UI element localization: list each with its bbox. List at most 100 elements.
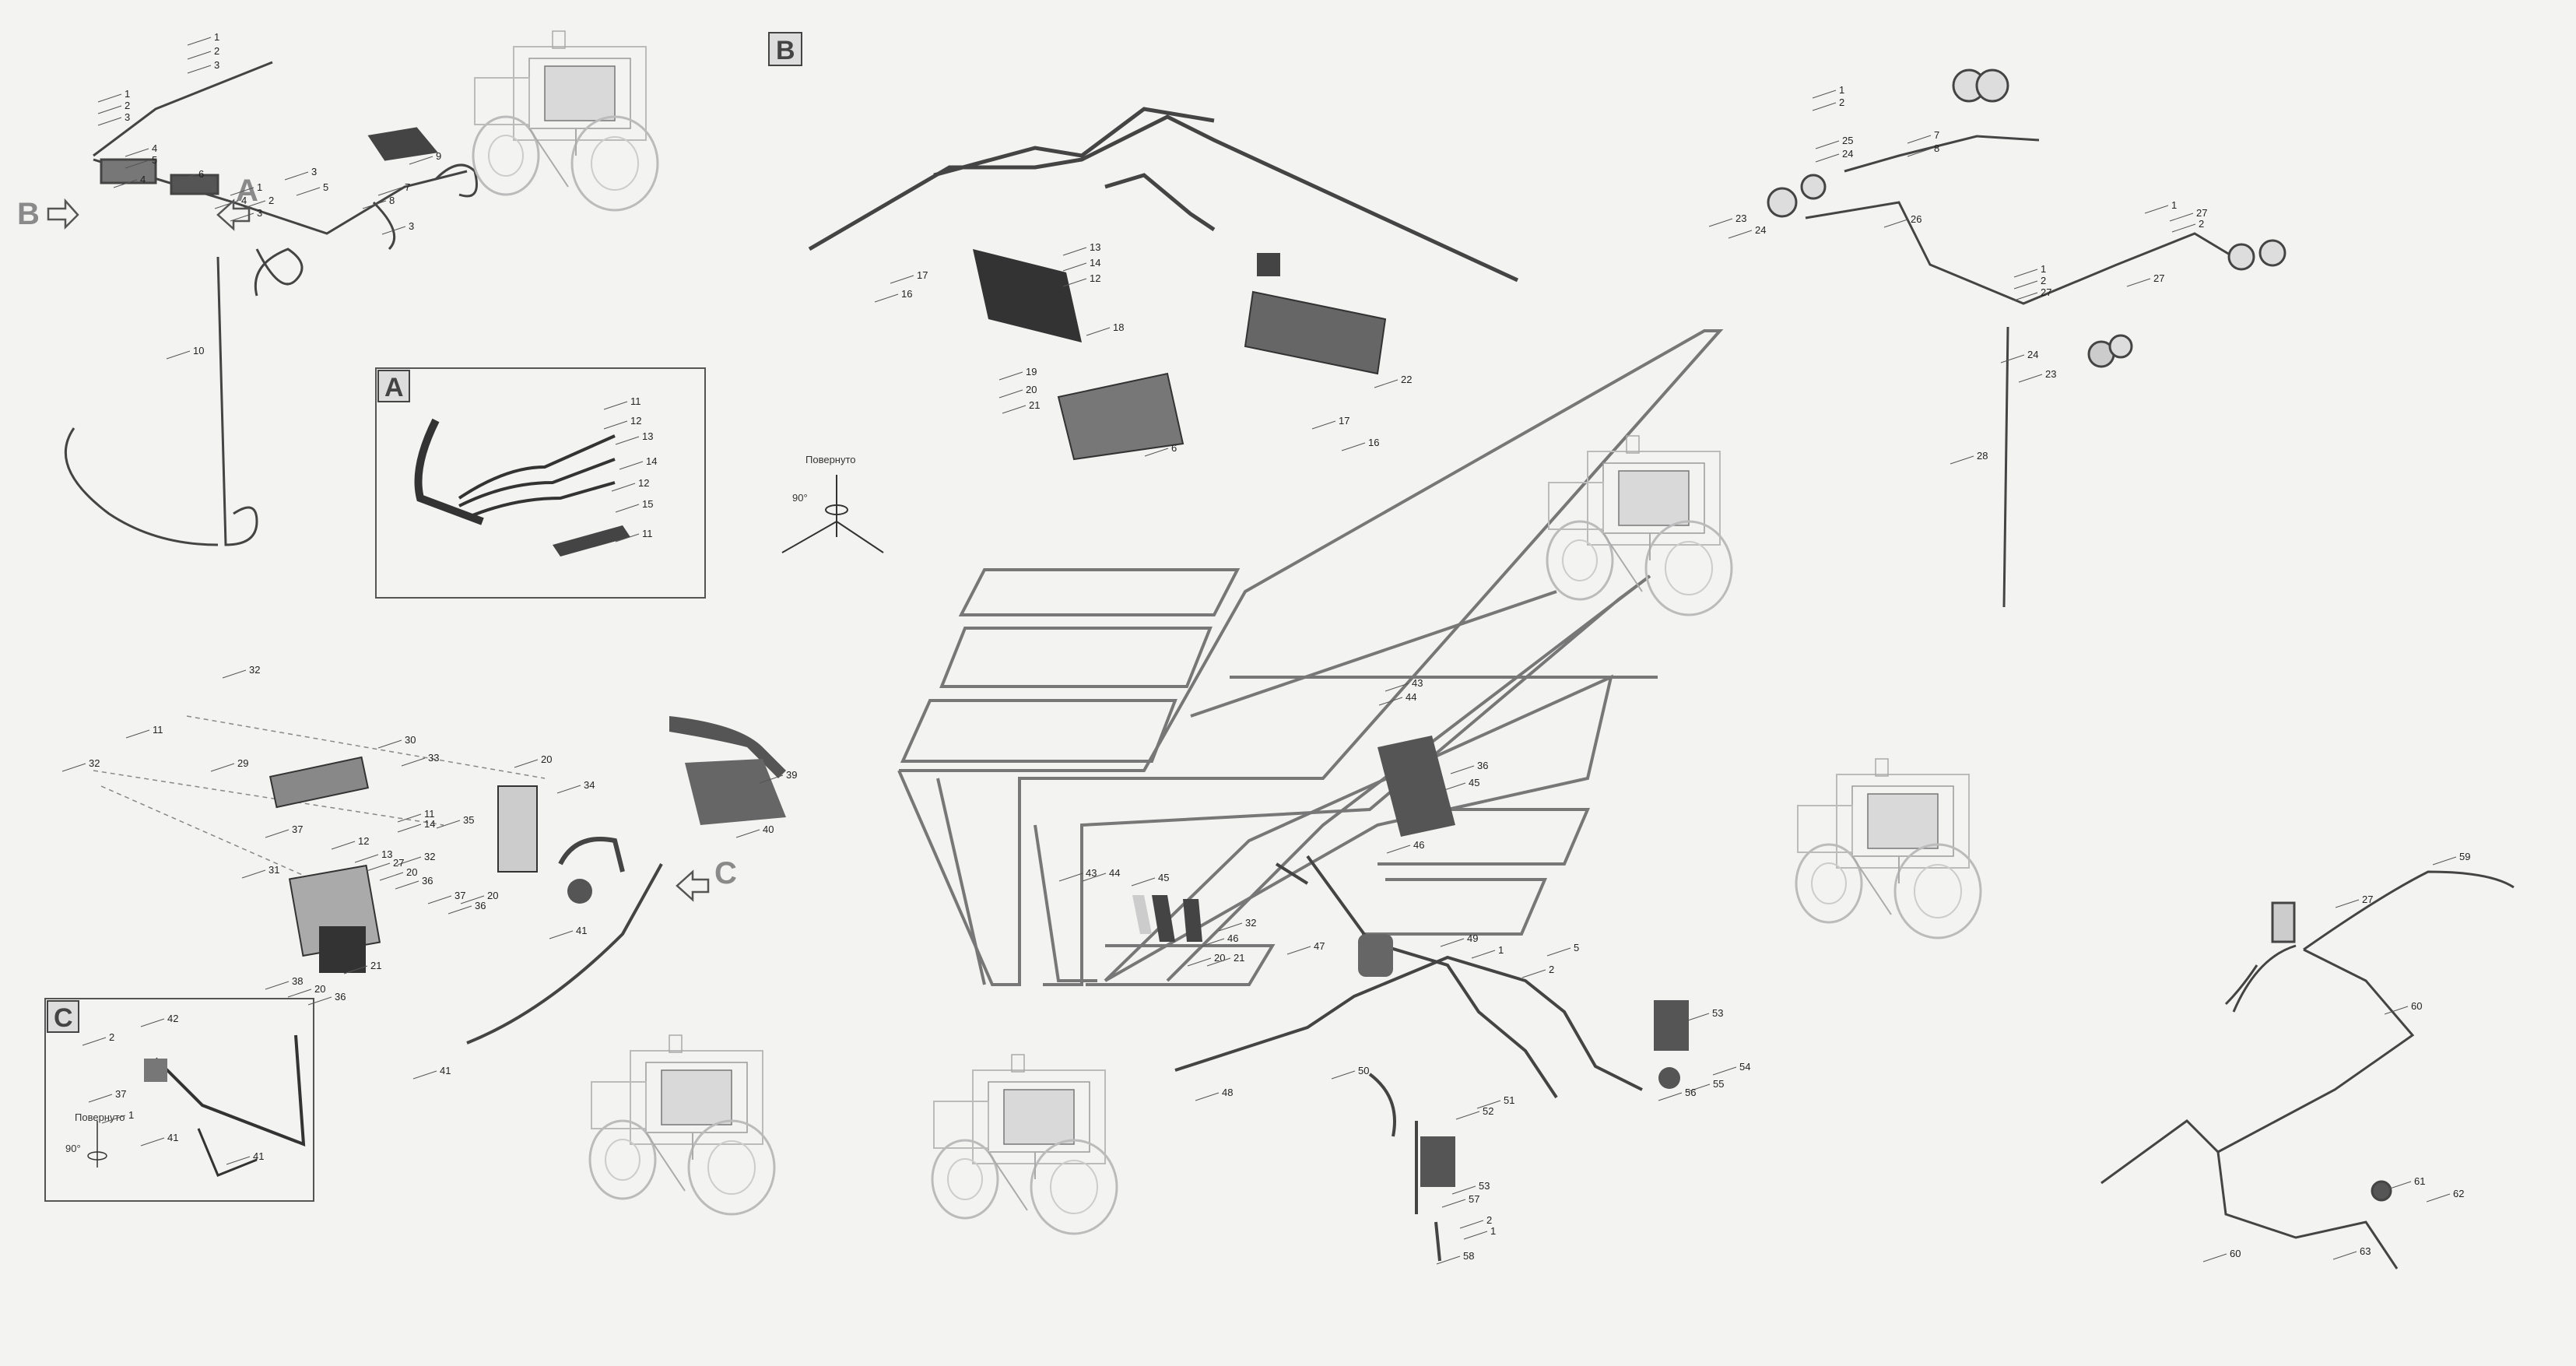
part-callout-number: 6 <box>198 168 204 180</box>
part-callout-number: 27 <box>2041 286 2051 298</box>
leader-line <box>230 187 254 196</box>
leader-line <box>1708 218 1733 227</box>
leader-line <box>113 179 138 188</box>
part-callout-number: 3 <box>311 166 317 177</box>
part-callout-number: 43 <box>1086 867 1097 879</box>
leader-line <box>1062 278 1087 287</box>
rotation-angle: 90° <box>792 492 808 504</box>
leader-line <box>2335 899 2360 908</box>
part-callout-number: 44 <box>1406 691 1416 703</box>
part-callout-number: 45 <box>1469 777 1479 788</box>
leader-line <box>1062 262 1087 272</box>
view-b-marker: B <box>17 197 79 231</box>
part-callout-number: 11 <box>153 724 163 736</box>
part-callout-number: 2 <box>214 45 219 57</box>
leader-line <box>2144 205 2169 214</box>
part-callout-number: 60 <box>2230 1248 2241 1259</box>
leader-line <box>2013 280 2038 290</box>
part-callout-number: 45 <box>1158 872 1169 883</box>
part-callout-number: 24 <box>1755 224 1766 236</box>
leader-line <box>2126 278 2151 287</box>
leader-line <box>210 763 235 772</box>
leader-line <box>1436 1255 1461 1265</box>
leader-line <box>1187 957 1212 967</box>
leader-line <box>125 160 149 169</box>
leader-line <box>284 171 309 181</box>
leader-line <box>1385 683 1409 692</box>
leader-line <box>1471 950 1496 959</box>
view-letter-c: C <box>714 856 737 890</box>
leader-line <box>427 895 452 904</box>
part-callout-number: 2 <box>109 1031 114 1043</box>
part-callout-number: 16 <box>1368 437 1379 448</box>
leader-line <box>397 823 422 833</box>
leader-line <box>395 880 419 890</box>
part-callout-number: 2 <box>125 100 130 111</box>
leader-line <box>603 401 628 410</box>
part-callout-number: 2 <box>1549 964 1554 975</box>
rotation-angle-c: 90° <box>65 1143 81 1154</box>
leader-line <box>514 759 539 768</box>
tractor-illustration <box>931 1053 1118 1235</box>
part-callout-number: 16 <box>901 288 912 300</box>
leader-line <box>1195 1092 1220 1101</box>
part-callout-number: 14 <box>1090 257 1100 269</box>
leader-line <box>1812 90 1837 99</box>
part-callout-number: 61 <box>2414 1175 2425 1187</box>
part-callout-number: 54 <box>1739 1061 1750 1073</box>
view-a-detail: A <box>375 367 706 599</box>
leader-line <box>265 981 290 990</box>
leader-line <box>2018 374 2043 383</box>
part-callout-number: 49 <box>1467 932 1478 944</box>
leader-line <box>265 829 290 838</box>
leader-line <box>2384 1006 2409 1015</box>
background-chevrons <box>897 329 1724 986</box>
leader-line <box>874 293 899 303</box>
leader-line <box>2332 1251 2357 1260</box>
leader-line <box>1341 442 1366 451</box>
leader-line <box>397 856 422 866</box>
part-callout-number: 3 <box>125 111 130 123</box>
leader-line <box>759 774 784 784</box>
leader-line <box>1815 153 1840 163</box>
leader-line <box>1440 938 1465 947</box>
part-callout-number: 8 <box>1934 142 1939 154</box>
leader-line <box>1131 877 1156 887</box>
part-callout-number: 56 <box>1685 1087 1696 1098</box>
view-c-detail: C <box>44 998 314 1202</box>
leader-line <box>998 389 1023 399</box>
leader-line <box>1062 247 1087 256</box>
part-callout-number: 57 <box>1469 1193 1479 1205</box>
leader-line <box>2000 354 2025 363</box>
part-callout-number: 13 <box>1090 241 1100 253</box>
part-callout-number: 20 <box>406 866 417 878</box>
leader-line <box>1686 1083 1711 1093</box>
leader-line <box>1218 922 1243 932</box>
part-callout-number: 29 <box>237 757 248 769</box>
leader-line <box>1815 140 1840 149</box>
part-callout-number: 37 <box>454 890 465 901</box>
center-components <box>1132 736 1689 1187</box>
leader-line <box>1950 455 1974 465</box>
part-callout-number: 4 <box>152 142 157 154</box>
part-callout-number: 34 <box>584 779 595 791</box>
part-callout-number: 1 <box>1490 1225 1496 1237</box>
leader-line <box>61 763 86 772</box>
part-callout-number: 6 <box>1171 442 1177 454</box>
part-callout-number: 37 <box>292 823 303 835</box>
view-letter-a: A <box>236 174 258 208</box>
leader-line <box>88 1094 113 1103</box>
part-callout-number: 21 <box>1234 952 1244 964</box>
view-letter-b: B <box>17 197 40 231</box>
leader-line <box>2169 212 2194 222</box>
leader-line <box>97 93 122 103</box>
rotation-note-c: Повернуто <box>75 1111 125 1123</box>
leader-line <box>615 533 640 543</box>
leader-line <box>1441 1199 1466 1208</box>
leader-line <box>401 757 426 767</box>
leader-line <box>1728 230 1753 239</box>
